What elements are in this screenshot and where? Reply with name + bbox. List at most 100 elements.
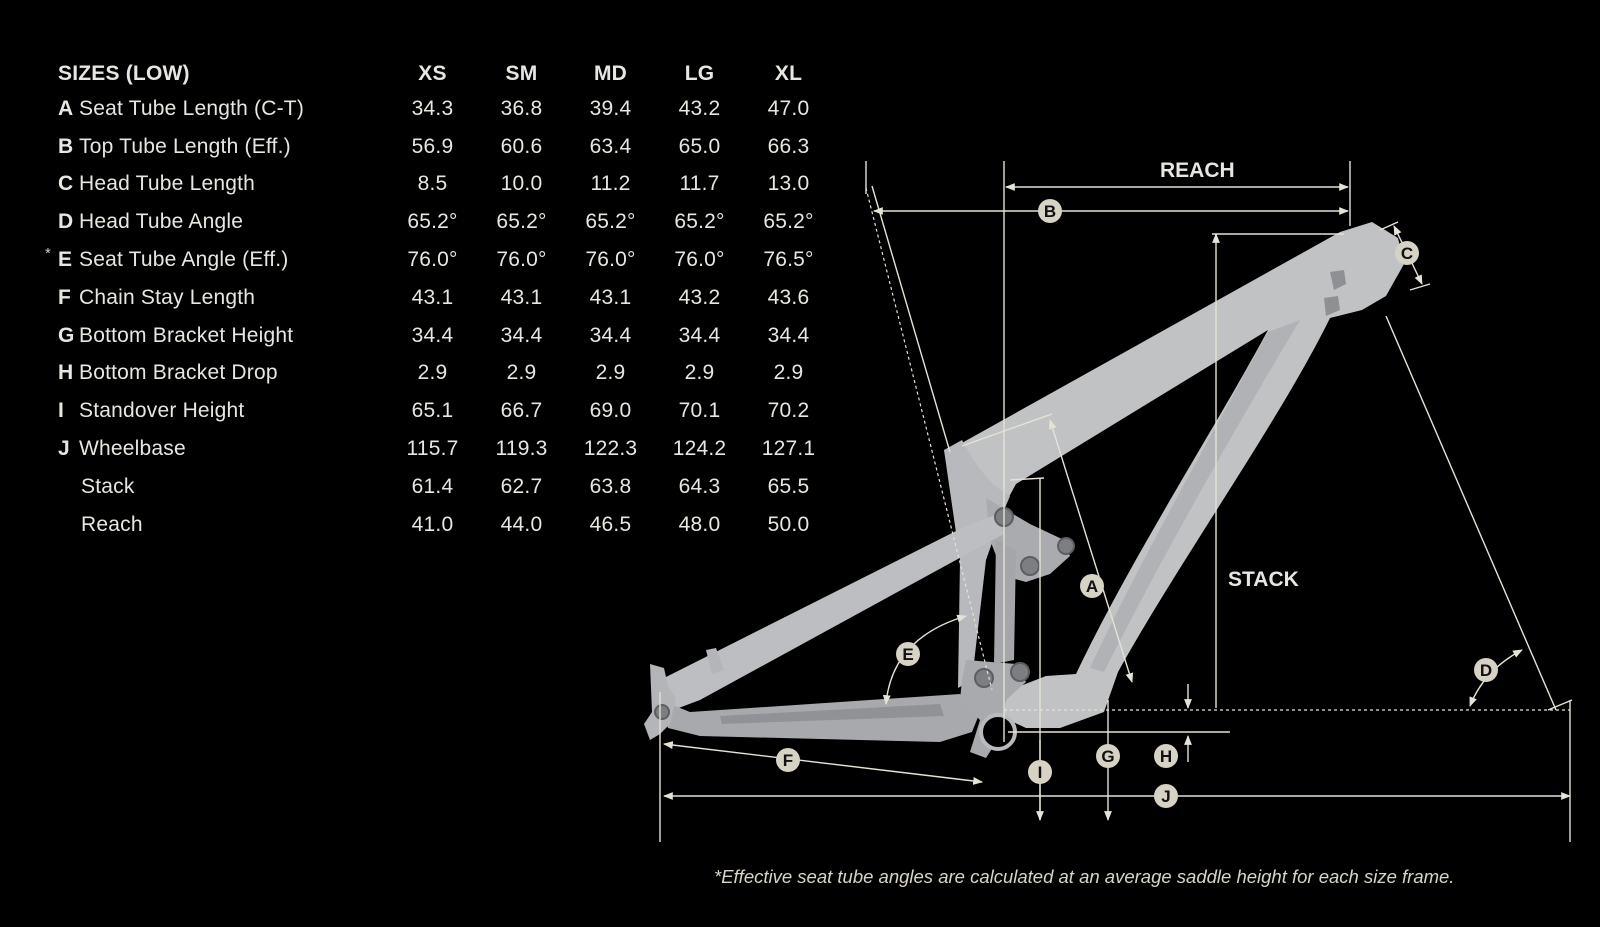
svg-text:D: D	[1480, 661, 1492, 680]
cell-value-xs: 41.0	[411, 512, 454, 536]
row-label-text: Wheelbase	[79, 437, 186, 461]
svg-text:J: J	[1161, 787, 1170, 806]
row-letter: B	[58, 134, 74, 158]
cell-value-md: 11.2	[590, 172, 631, 196]
row-label: F Chain Stay Length	[58, 279, 388, 317]
cell-value-lg: 64.3	[678, 474, 721, 498]
cell-value-lg: 43.2	[678, 285, 721, 309]
size-header-sm: SM	[505, 62, 538, 85]
cell-value-sm: 65.2°	[496, 210, 547, 234]
cell-value-lg: 76.0°	[674, 248, 725, 272]
cell-value-sm: 34.4	[500, 323, 543, 347]
dimension-badges: A B C D E F G H	[776, 199, 1498, 808]
cell-value-md: 34.4	[589, 323, 632, 347]
cell-value-xl: 70.2	[767, 399, 810, 423]
cell-value-lg: 34.4	[678, 323, 721, 347]
cell-value-md: 2.9	[595, 361, 626, 385]
row-letter: C	[58, 172, 74, 196]
row-label-text: Bottom Bracket Drop	[79, 361, 278, 385]
cell-value-md: 122.3	[583, 437, 638, 461]
shock	[994, 540, 1016, 664]
cell-value-xs: 76.0°	[407, 248, 458, 272]
badge-j: J	[1154, 784, 1178, 808]
badge-c: C	[1395, 241, 1419, 265]
cell-value-xl: 127.1	[761, 437, 816, 461]
cell-value-sm: 36.8	[500, 96, 543, 120]
badge-b: B	[1038, 199, 1062, 223]
row-letter: D	[58, 210, 74, 234]
seat-stay	[660, 514, 1004, 712]
cell-value-sm: 60.6	[500, 134, 543, 158]
cell-value-lg: 65.2°	[674, 210, 725, 234]
cell-value-xs: 2.9	[417, 361, 448, 385]
cell-value-md: 63.8	[589, 474, 632, 498]
row-label-text: Standover Height	[79, 399, 245, 423]
cell-value-lg: 11.7	[679, 172, 720, 196]
svg-text:A: A	[1086, 577, 1098, 596]
front-triangle	[944, 222, 1404, 728]
cell-value-md: 63.4	[589, 134, 632, 158]
cell-value-xl: 65.5	[767, 474, 810, 498]
bike-frame-illustration	[644, 222, 1404, 758]
cell-value-sm: 43.1	[500, 285, 543, 309]
row-letter: J	[58, 437, 70, 461]
dimension-lines	[659, 161, 1573, 842]
cell-value-lg: 2.9	[684, 361, 715, 385]
row-label-text: Chain Stay Length	[79, 285, 256, 309]
row-letter: A	[58, 96, 74, 120]
size-header-md: MD	[593, 62, 628, 85]
row-label: I Standover Height	[58, 392, 388, 430]
cell-value-md: 39.4	[589, 96, 632, 120]
cell-value-lg: 43.2	[678, 96, 721, 120]
cell-value-md: 65.2°	[585, 210, 636, 234]
stack-label: STACK	[1228, 568, 1299, 591]
cell-value-xl: 43.6	[767, 285, 810, 309]
cell-value-sm: 2.9	[506, 361, 537, 385]
reach-label: REACH	[1160, 159, 1235, 182]
cell-value-lg: 48.0	[678, 512, 721, 536]
cell-value-xl: 47.0	[767, 96, 810, 120]
cell-value-md: 76.0°	[585, 248, 636, 272]
svg-text:I: I	[1038, 763, 1043, 782]
cell-value-xs: 65.2°	[407, 210, 458, 234]
cell-value-xs: 34.3	[411, 96, 454, 120]
svg-text:B: B	[1044, 202, 1056, 221]
cell-value-lg: 70.1	[678, 399, 721, 423]
table-row: Reach 41.0 44.0 46.5 48.0 50.0	[58, 506, 833, 544]
row-label-text: Seat Tube Length (C-T)	[79, 96, 305, 120]
table-header-row: SIZES (LOW) XS SM MD LG XL	[58, 58, 833, 90]
cell-value-sm: 76.0°	[496, 248, 547, 272]
row-letter: G	[58, 323, 75, 347]
row-letter: H	[58, 361, 74, 385]
row-label-text: Top Tube Length (Eff.)	[79, 134, 291, 158]
row-letter: I	[58, 399, 65, 423]
svg-text:E: E	[902, 645, 913, 664]
cell-value-xl: 34.4	[767, 323, 810, 347]
cell-value-sm: 44.0	[500, 512, 543, 536]
cell-value-xl: 50.0	[767, 512, 810, 536]
cell-value-xs: 56.9	[411, 134, 454, 158]
size-header-xs: XS	[418, 62, 447, 85]
size-header-xl: XL	[774, 62, 803, 85]
cell-value-lg: 124.2	[672, 437, 727, 461]
row-letter: F	[58, 285, 72, 309]
cell-value-sm: 66.7	[500, 399, 543, 423]
cell-value-xs: 65.1	[411, 399, 454, 423]
row-label-text: Reach	[81, 512, 143, 536]
cell-value-md: 46.5	[589, 512, 632, 536]
row-label-text: Head Tube Length	[79, 172, 256, 196]
